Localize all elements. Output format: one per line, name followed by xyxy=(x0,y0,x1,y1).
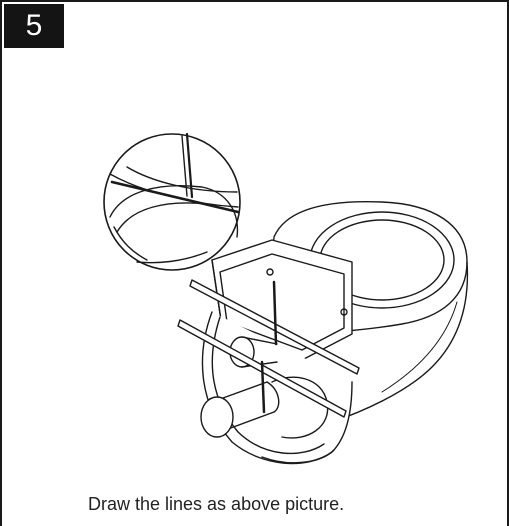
toilet-installation-illustration xyxy=(103,132,469,465)
marking-lines xyxy=(177,279,360,418)
instruction-caption: Draw the lines as above picture. xyxy=(88,494,345,514)
detail-magnifier xyxy=(103,132,241,271)
step-number-badge: 5 xyxy=(4,4,64,48)
